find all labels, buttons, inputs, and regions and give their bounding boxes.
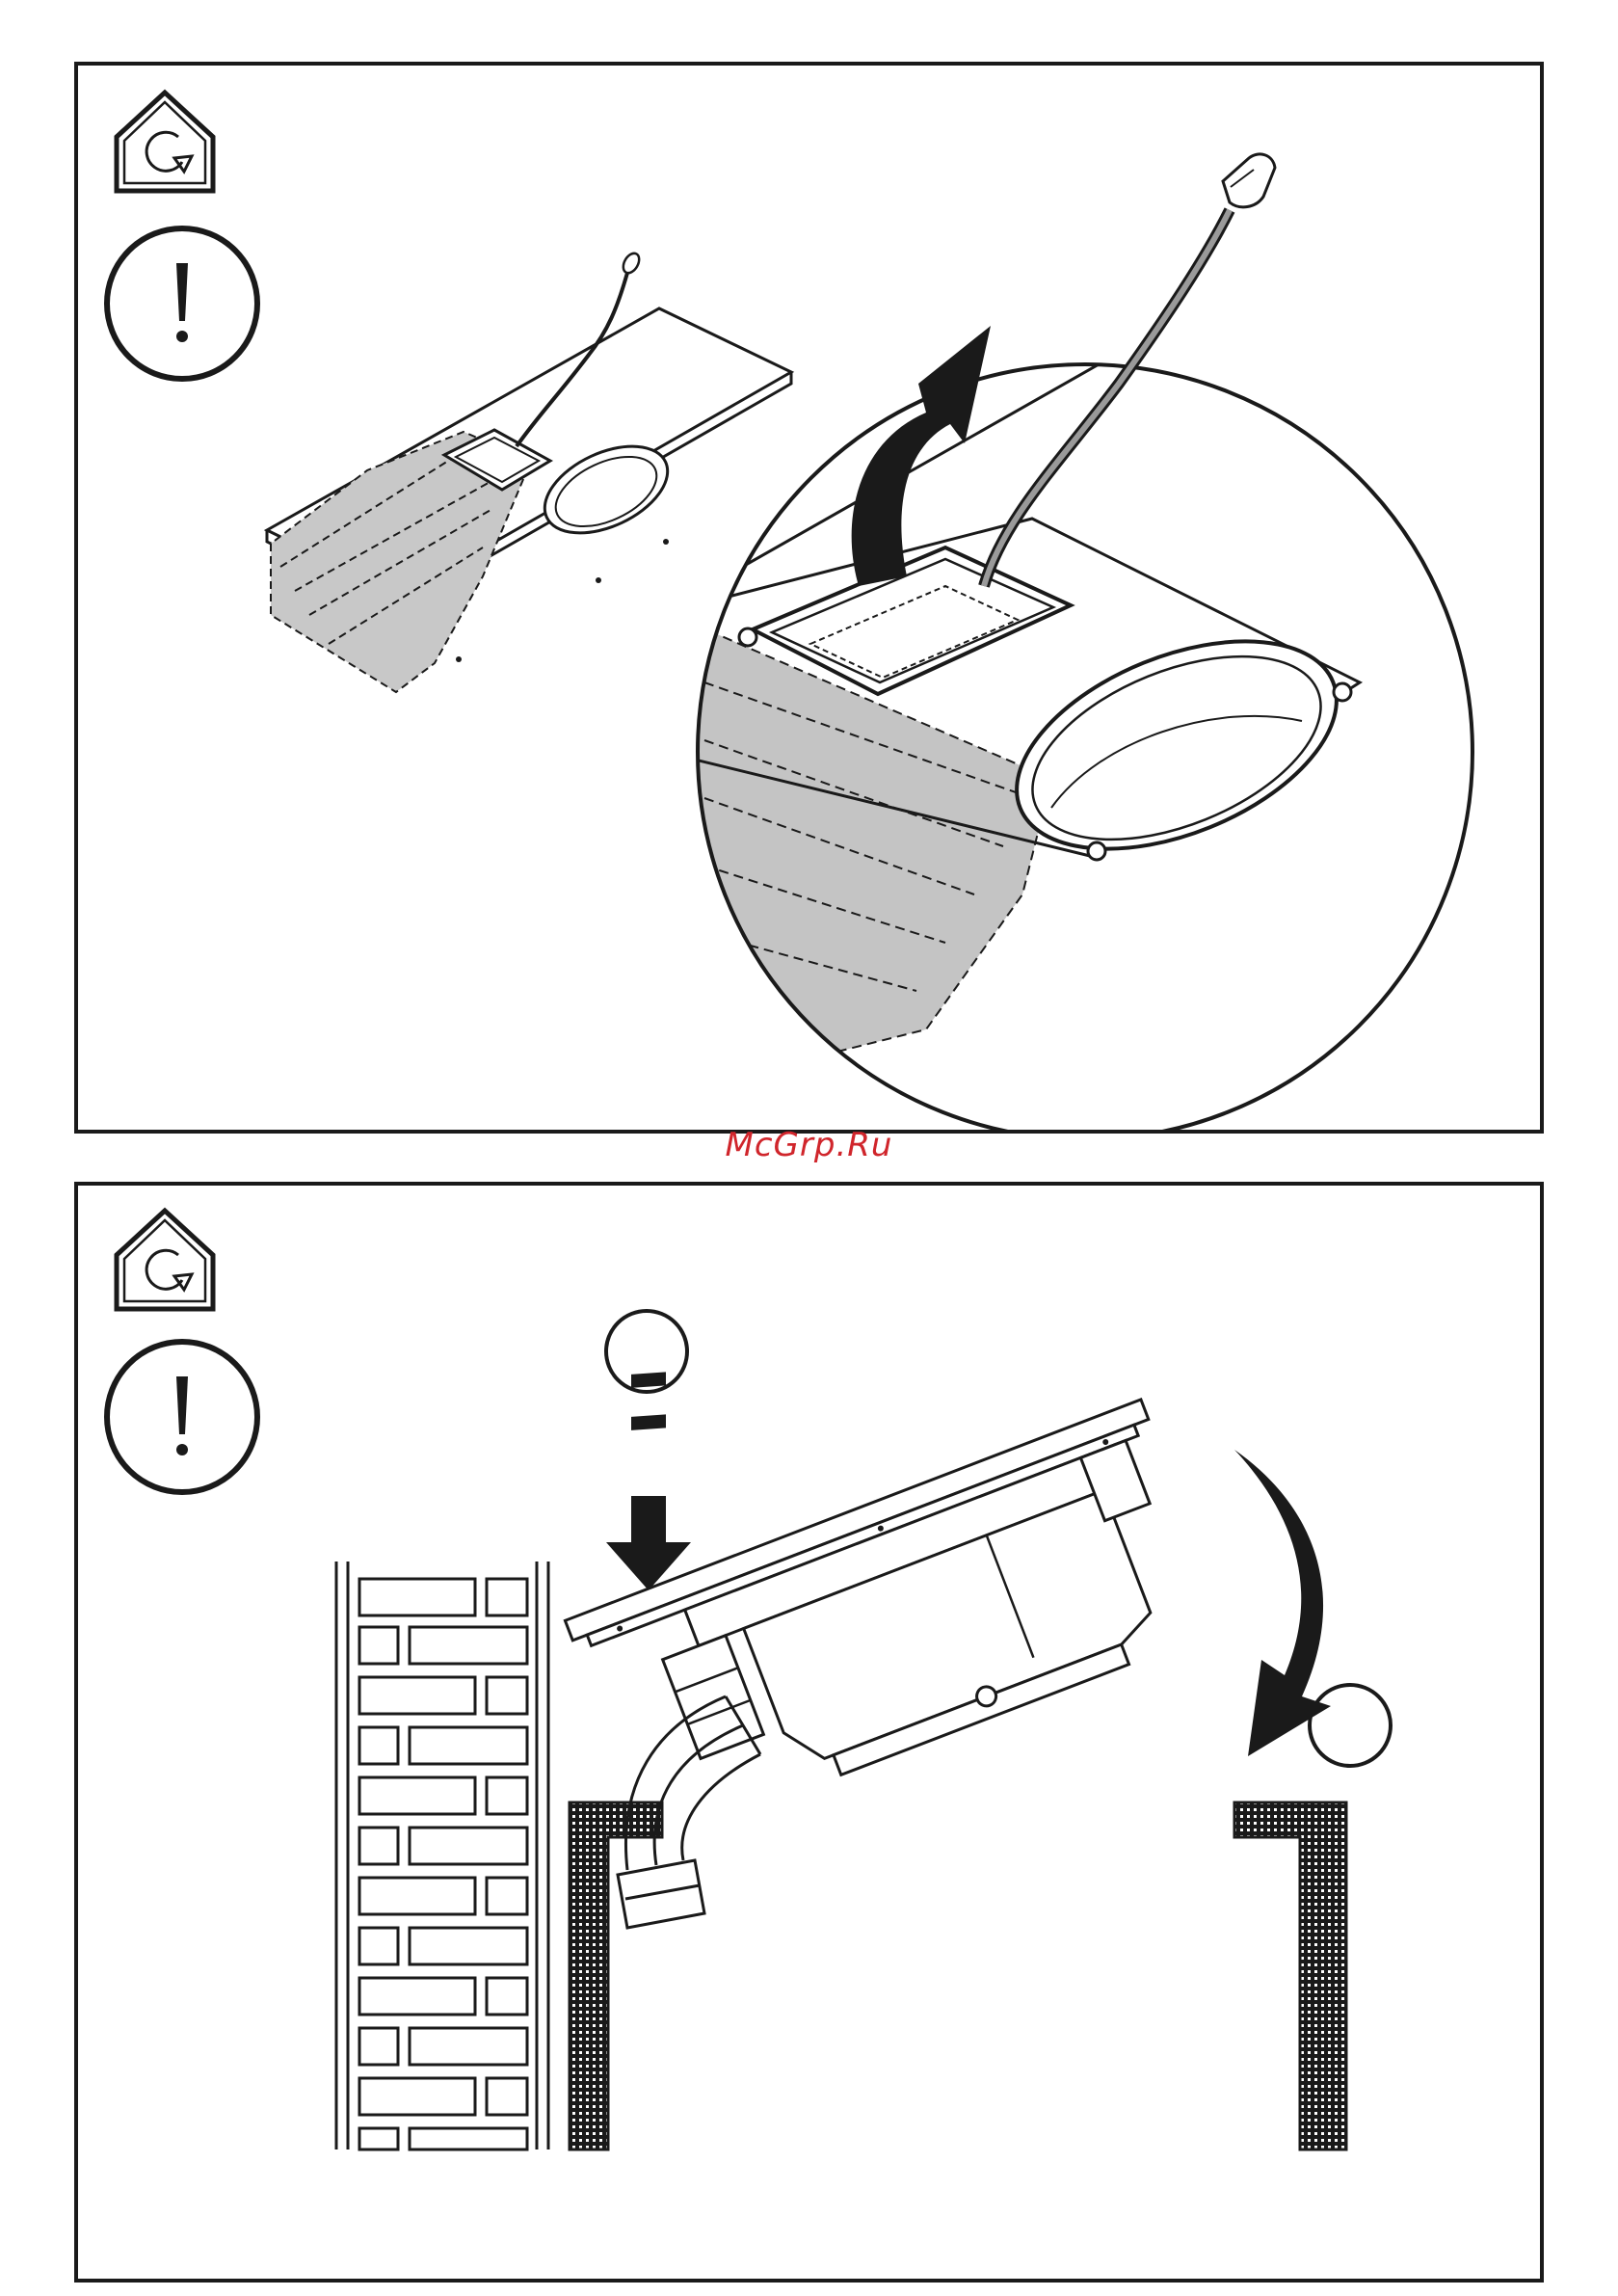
house-rotation-icon [117, 1211, 213, 1309]
detail-magnifier [676, 154, 1485, 1130]
worktop-right [1234, 1802, 1346, 2149]
dashed-arrow-down-icon [606, 1372, 691, 1590]
exclamation-circle-icon [107, 228, 257, 379]
instruction-panel-top [74, 62, 1544, 1134]
hob-insertion-illustration [78, 1186, 1540, 2279]
curved-arrow-down-icon [1234, 1450, 1331, 1756]
tilted-hob [565, 1400, 1228, 1848]
exclamation-circle-icon [107, 1342, 257, 1492]
cable-lift-illustration [78, 66, 1540, 1130]
brick-wall [336, 1562, 548, 2149]
hob-overview [267, 251, 791, 692]
circle-marker-icon [1310, 1685, 1391, 1766]
worktop-left [570, 1802, 662, 2149]
instruction-panel-bottom [74, 1182, 1544, 2283]
house-rotation-icon [117, 93, 213, 191]
watermark: McGrp.Ru [0, 1126, 1618, 1164]
